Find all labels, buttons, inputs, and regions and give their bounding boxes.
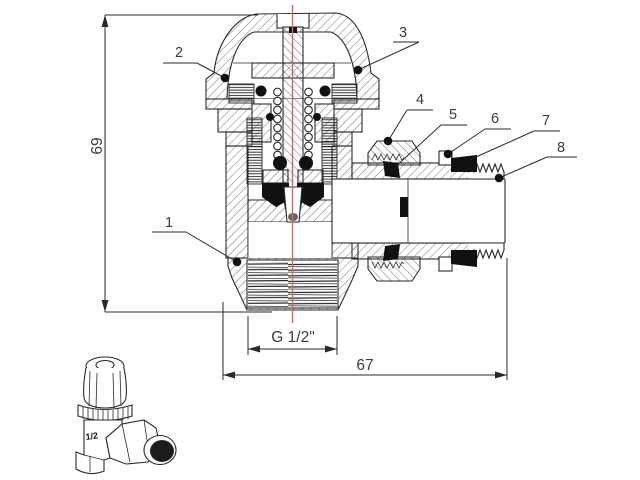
callout-6: 6 xyxy=(443,111,511,159)
dim-width-label: 67 xyxy=(356,357,373,374)
callout-7-label: 7 xyxy=(542,113,550,129)
callout-1-label: 1 xyxy=(165,215,173,231)
valve-3d-thumbnail: 1/2 xyxy=(75,356,177,475)
dim-thread-label: G 1/2" xyxy=(271,329,314,346)
callout-5: 5 xyxy=(389,107,467,173)
callout-3-label: 3 xyxy=(399,25,407,41)
callout-6-label: 6 xyxy=(491,111,499,127)
callout-8: 8 xyxy=(494,140,577,183)
collar-ribs xyxy=(82,407,129,422)
callout-1: 1 xyxy=(152,215,242,267)
callout-2: 2 xyxy=(163,45,230,83)
valve-body-section xyxy=(205,5,506,323)
callout-5-label: 5 xyxy=(449,107,457,123)
outlet-section xyxy=(331,140,506,282)
callout-4: 4 xyxy=(383,92,433,146)
dimension-height-69: 69 xyxy=(89,14,272,313)
spring-coils xyxy=(273,87,313,160)
dimension-thread-g12: G 1/2" xyxy=(247,316,338,355)
callout-4-label: 4 xyxy=(416,92,424,108)
body-walls-section xyxy=(225,145,359,313)
dimension-width-67: 67 xyxy=(222,258,508,380)
dim-height-label: 69 xyxy=(89,137,106,154)
callout-7: 7 xyxy=(463,113,560,165)
callout-8-label: 8 xyxy=(557,140,565,156)
callout-2-label: 2 xyxy=(175,45,183,61)
thumbnail-size-marking: 1/2 xyxy=(85,430,99,442)
callout-3: 3 xyxy=(353,25,420,75)
